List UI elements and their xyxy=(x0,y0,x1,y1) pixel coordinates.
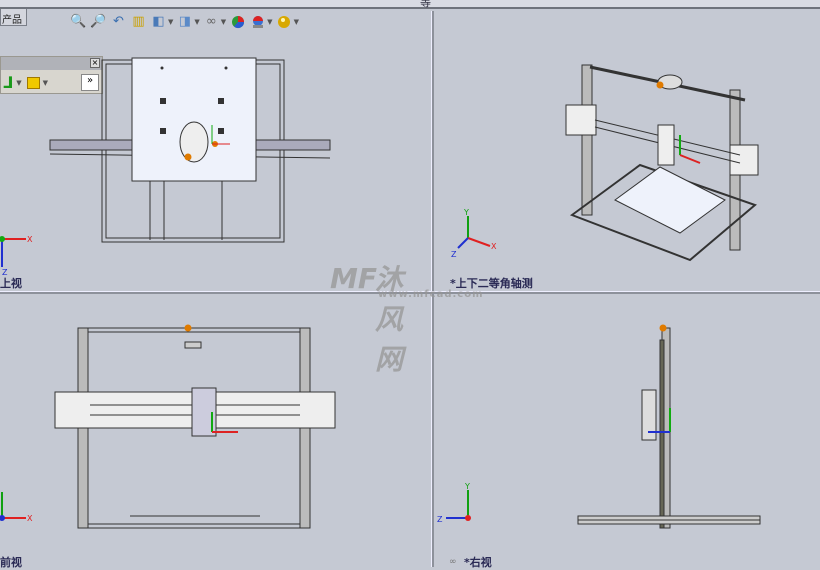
z-axis-label: Z xyxy=(437,515,443,524)
expand-button[interactable]: » xyxy=(81,74,99,91)
x-axis-label: X xyxy=(491,242,497,251)
zoom-area-icon[interactable]: 🔎 xyxy=(90,14,107,29)
y-axis-label: Y xyxy=(463,208,469,217)
view-orientation-icon[interactable]: ◧ xyxy=(152,14,165,29)
front-view-model[interactable] xyxy=(50,320,340,535)
edit-appearance-icon[interactable] xyxy=(229,13,246,30)
close-icon[interactable]: × xyxy=(90,58,100,68)
zoom-to-fit-icon[interactable]: 🔍 xyxy=(70,14,87,29)
isometric-view-model[interactable] xyxy=(560,55,760,270)
floating-toolbar-panel: × ⅃▼ ▼ » xyxy=(0,56,103,94)
x-axis-label: X xyxy=(27,235,33,244)
front-view-triad: X xyxy=(0,492,33,523)
viewport-splitter-horizontal[interactable] xyxy=(0,291,820,294)
apply-scene-icon[interactable] xyxy=(249,13,266,30)
top-view-label: 上视 xyxy=(0,277,22,290)
section-view-icon[interactable]: ▥ xyxy=(132,14,145,29)
top-view-triad: X Z xyxy=(0,235,33,275)
isometric-view-label: *上下二等角轴测 xyxy=(450,277,533,290)
watermark-url: www.mfcad.com xyxy=(378,289,484,300)
y-axis-label: Y xyxy=(464,482,470,491)
link-icon: ∞ xyxy=(449,557,457,567)
right-view-model[interactable] xyxy=(570,320,770,535)
x-axis-label: X xyxy=(27,514,33,523)
right-view-triad: Y Z xyxy=(437,482,471,524)
isometric-view-triad: Y X Z xyxy=(451,208,497,259)
front-view-label: 前视 xyxy=(0,556,22,569)
heads-up-view-toolbar: 🔍 🔎 ↶ ▥ ◧▼ ◨▼ ∞▼ ▼ ▼ xyxy=(70,13,299,30)
tab-fragment[interactable]: 等 xyxy=(420,0,431,9)
hide-show-items-icon[interactable]: ∞ xyxy=(205,14,217,29)
viewport-splitter-vertical[interactable] xyxy=(431,11,434,567)
document-tab-bar: 等 xyxy=(0,0,820,9)
z-axis-label: Z xyxy=(2,268,8,275)
display-style-icon[interactable]: ◨ xyxy=(178,14,192,29)
z-axis-label: Z xyxy=(451,250,457,259)
watermark-logo: MF xyxy=(330,262,377,295)
folder-icon[interactable] xyxy=(26,76,40,89)
right-view-label: *右视 xyxy=(464,556,492,569)
previous-view-icon[interactable]: ↶ xyxy=(113,14,124,29)
reference-axis-icon[interactable]: ⅃ xyxy=(3,73,14,92)
product-tab[interactable]: 产品 xyxy=(0,9,27,26)
top-view-model[interactable] xyxy=(40,50,340,250)
watermark-name: 沐风网 xyxy=(375,263,408,376)
view-settings-icon[interactable] xyxy=(276,13,293,30)
